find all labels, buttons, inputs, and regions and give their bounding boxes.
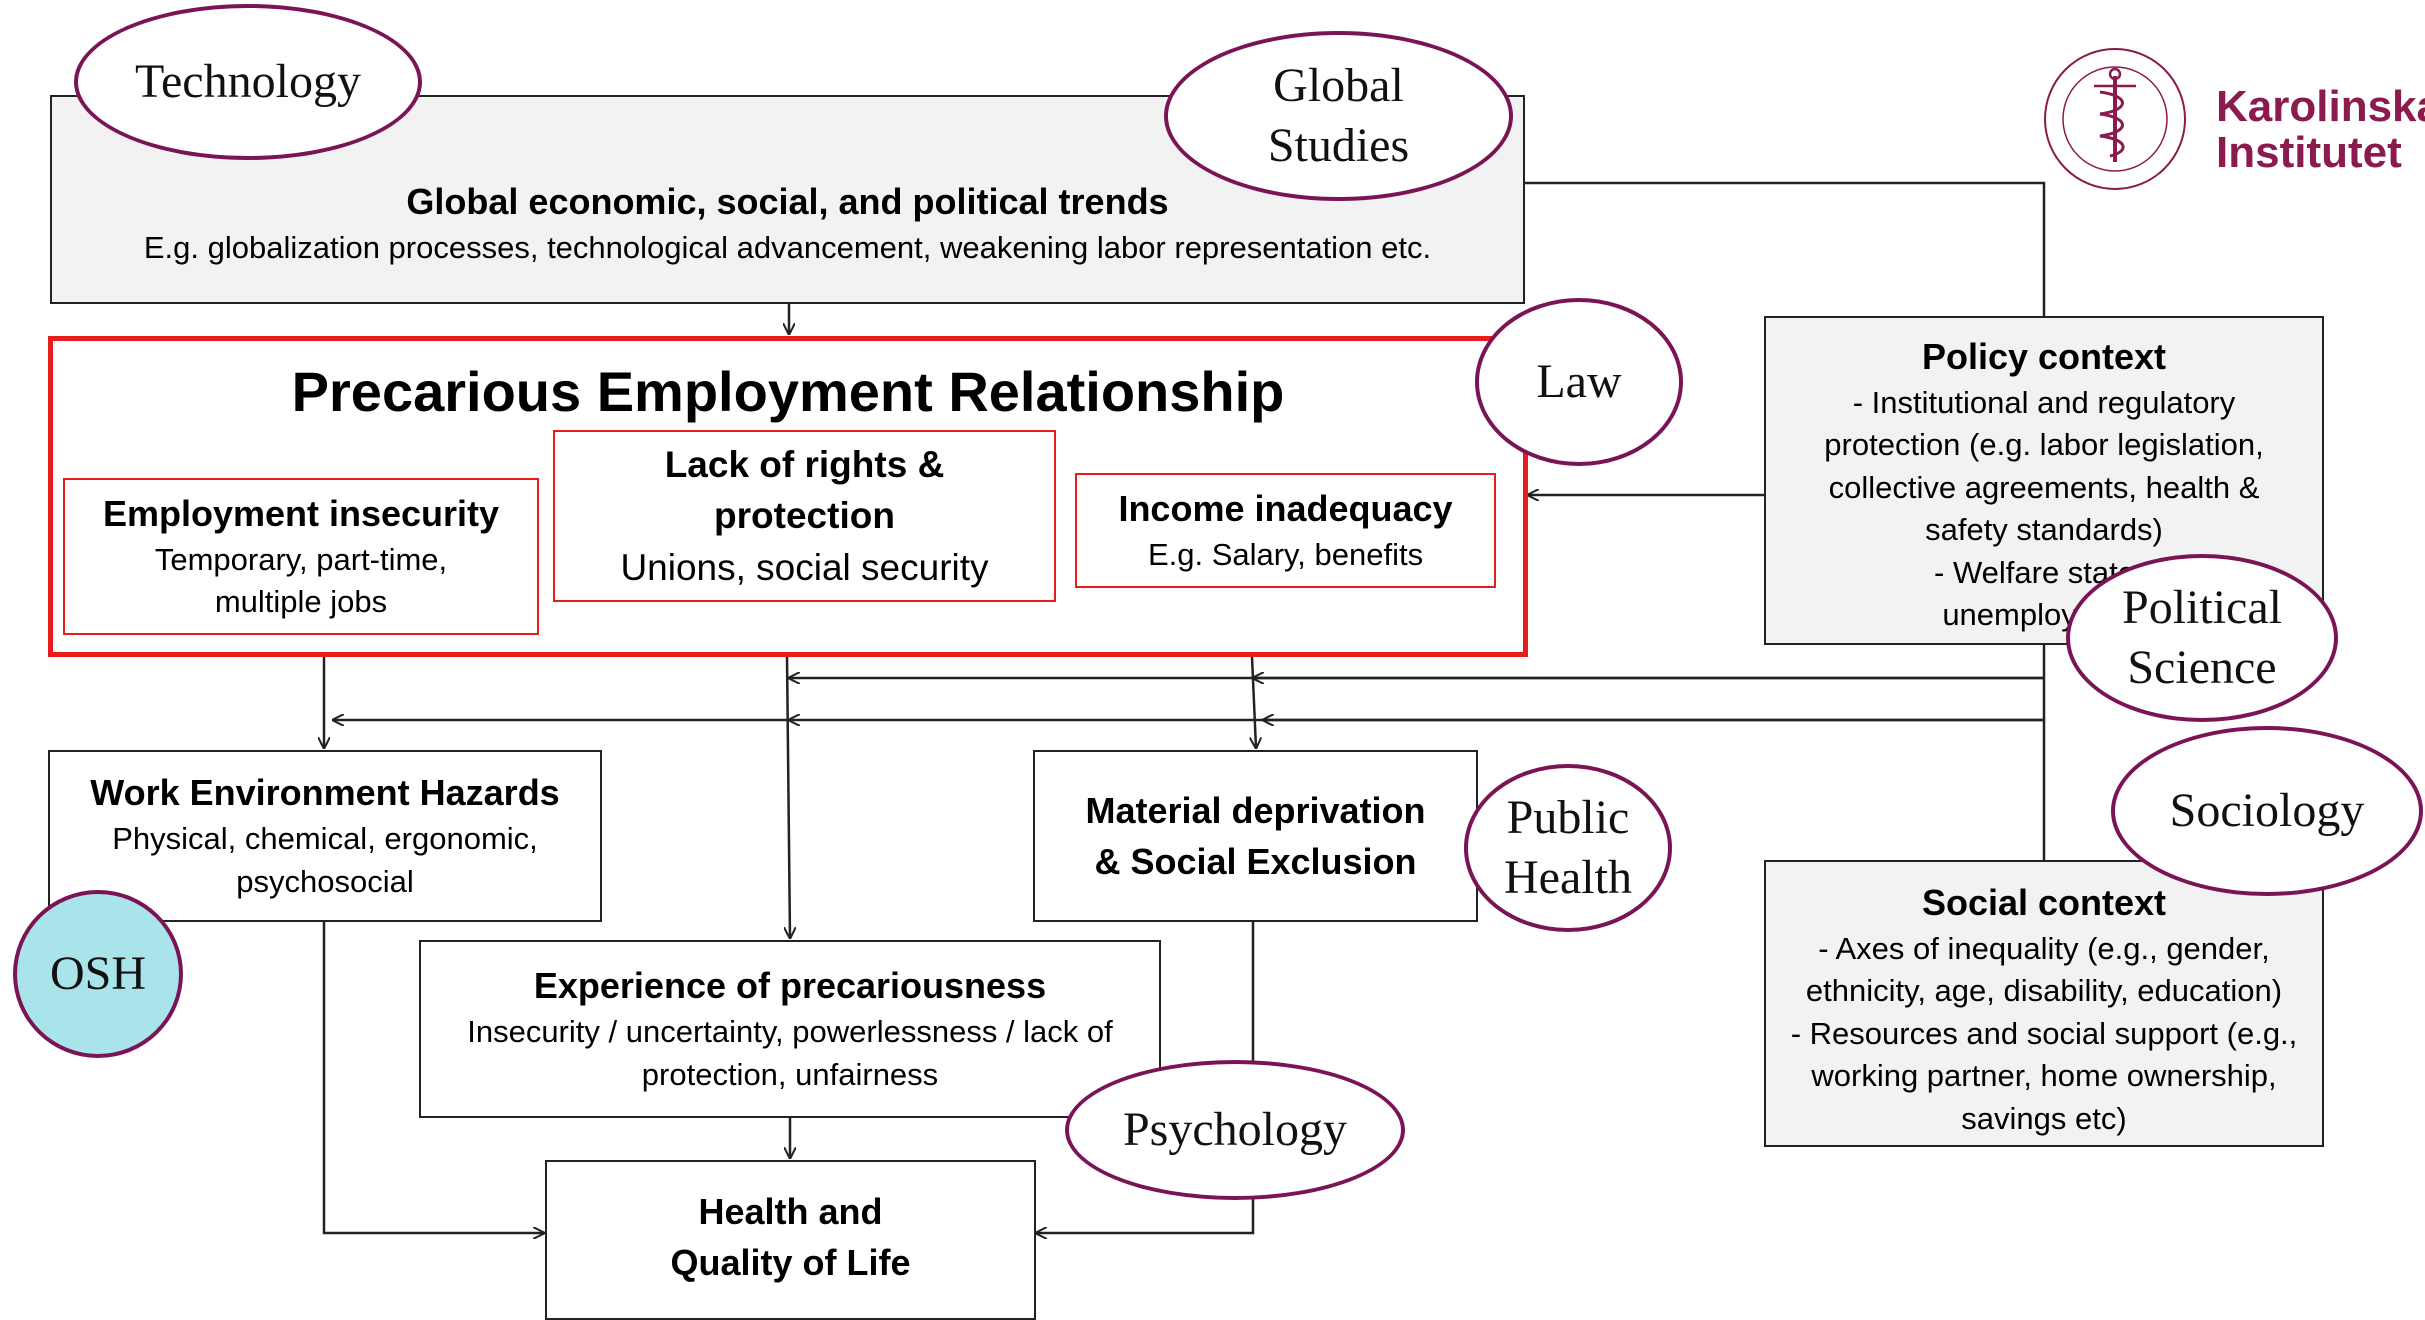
lack-of-rights-subtitle: Unions, social security <box>620 546 989 588</box>
employment-insecurity-box: Employment insecurity Temporary, part-ti… <box>63 478 539 635</box>
arrow-hazards-to-health <box>322 922 544 1233</box>
karolinska-logo-line2: Institutet <box>2216 128 2402 178</box>
karolinska-logo-text: Karolinska Institutet <box>2216 82 2425 178</box>
policy-context-title: Policy context <box>1921 336 2167 377</box>
arrow-material-to-health <box>1036 922 1255 1233</box>
work-environment-hazards-title: Work Environment Hazards <box>90 772 560 814</box>
work-environment-hazards-box: Work Environment Hazards Physical, chemi… <box>48 750 602 922</box>
material-deprivation-title: Material deprivation & Social Exclusion <box>1085 789 1426 882</box>
global-trends-title: Global economic, social, and political t… <box>406 181 1169 223</box>
health-quality-title: Health and Quality of Life <box>670 1191 911 1284</box>
discipline-technology-label: Technology <box>135 55 361 108</box>
employment-insecurity-subtitle: Temporary, part-time, multiple jobs <box>154 541 448 620</box>
global-trends-subtitle: E.g. globalization processes, technologi… <box>143 229 1432 265</box>
discipline-law-oval: Law <box>1475 298 1683 466</box>
karolinska-seal-icon <box>2044 48 2186 190</box>
discipline-law-label: Law <box>1536 355 1622 408</box>
discipline-psychology-label: Psychology <box>1122 1103 1347 1156</box>
discipline-sociology-label: Sociology <box>2169 784 2365 837</box>
discipline-political-science-oval: Political Science <box>2066 554 2338 722</box>
social-context-body: - Axes of inequality (e.g., gender, ethn… <box>1790 930 2298 1136</box>
health-quality-box: Health and Quality of Life <box>545 1160 1036 1320</box>
arrow-precarious-to-material <box>1252 656 1256 748</box>
arrow-precarious-to-experience <box>787 656 790 938</box>
karolinska-logo-line1: Karolinska <box>2216 82 2425 131</box>
discipline-sociology-oval: Sociology <box>2111 726 2423 896</box>
employment-insecurity-title: Employment insecurity <box>102 492 500 534</box>
discipline-public-health-label: Public Health <box>1504 791 1632 904</box>
lack-of-rights-title: Lack of rights & protection <box>664 444 945 537</box>
experience-precariousness-title: Experience of precariousness <box>533 965 1047 1007</box>
income-inadequacy-title: Income inadequacy <box>1118 488 1453 530</box>
material-deprivation-box: Material deprivation & Social Exclusion <box>1033 750 1478 922</box>
discipline-psychology-oval: Psychology <box>1065 1060 1405 1200</box>
policy-context-box: Policy context - Institutional and regul… <box>1764 316 2324 645</box>
precarious-employment-title: Precarious Employment Relationship <box>291 360 1285 423</box>
discipline-political-science-label: Political Science <box>2122 581 2282 694</box>
discipline-public-health-oval: Public Health <box>1464 764 1672 932</box>
discipline-technology-oval: Technology <box>74 4 422 160</box>
global-trends-box: Global economic, social, and political t… <box>50 95 1525 304</box>
experience-precariousness-subtitle: Insecurity / uncertainty, powerlessness … <box>467 1014 1113 1092</box>
social-context-title: Social context <box>1921 882 2167 923</box>
line-trends-to-policy <box>1525 181 2046 316</box>
discipline-global-studies-oval: Global Studies <box>1164 31 1513 201</box>
income-inadequacy-box: Income inadequacy E.g. Salary, benefits <box>1075 473 1496 588</box>
discipline-osh-label: OSH <box>49 947 147 1000</box>
discipline-global-studies-label: Global Studies <box>1267 59 1410 172</box>
work-environment-hazards-subtitle: Physical, chemical, ergonomic, psychosoc… <box>112 821 538 899</box>
income-inadequacy-subtitle: E.g. Salary, benefits <box>1147 536 1424 572</box>
experience-precariousness-box: Experience of precariousness Insecurity … <box>419 940 1161 1118</box>
discipline-osh-oval: OSH <box>13 890 183 1058</box>
lack-of-rights-box: Lack of rights & protection Unions, soci… <box>553 430 1056 602</box>
social-context-box: Social context - Axes of inequality (e.g… <box>1764 860 2324 1147</box>
